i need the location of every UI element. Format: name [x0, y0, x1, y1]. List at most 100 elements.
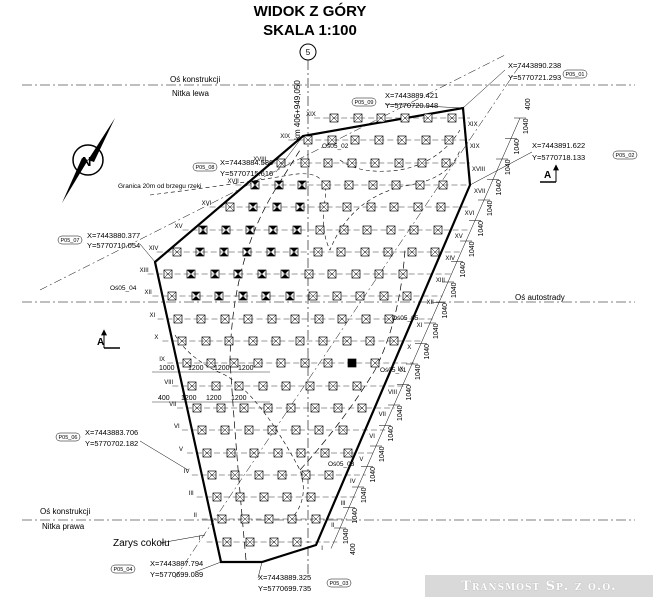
svg-text:P05_08: P05_08 — [196, 165, 215, 171]
point-label-p05-02: X=7443891.622 Y=5770718.133 P05_02 — [532, 141, 638, 162]
axis-label-os05-02: Oś05_02 — [322, 143, 349, 150]
dimension-segment — [474, 199, 485, 221]
point-label-p05-01: X=7443890.238 Y=5770721.293 P05_01 — [508, 61, 588, 82]
svg-text:N: N — [82, 154, 91, 169]
dimension-segment — [330, 527, 341, 549]
row-numeral-right: VI — [369, 434, 375, 440]
svg-text:Y=5770710.054: Y=5770710.054 — [87, 241, 140, 250]
dimension-label: 1040 — [424, 344, 431, 360]
row-numeral-right: XII — [427, 300, 435, 306]
svg-text:X=7443887.794: X=7443887.794 — [150, 559, 203, 568]
row-numeral-right: XI — [417, 323, 423, 329]
row-numeral-right: XIX — [468, 122, 478, 128]
svg-text:A: A — [544, 170, 551, 181]
row-numeral-right: III — [341, 501, 346, 507]
row-numeral-left: XVII — [227, 179, 239, 185]
row-numeral-right: XVIII — [472, 167, 485, 173]
dimension-label: 1040 — [379, 446, 386, 462]
svg-text:X=7443883.706: X=7443883.706 — [85, 428, 138, 437]
dimension-label: 1040 — [496, 180, 503, 196]
drawing-title: WIDOK Z GÓRY — [254, 2, 367, 20]
dimension-label: 1040 — [352, 508, 359, 524]
section-marker-left: A — [97, 329, 120, 349]
row-numeral-left: VII — [169, 402, 177, 408]
svg-text:X=7443890.238: X=7443890.238 — [508, 61, 561, 70]
right-dimension-chain: 1040104010401040104010401040104010401040… — [330, 117, 530, 549]
svg-text:1000: 1000 — [159, 365, 175, 372]
row-numeral-right: XVI — [465, 211, 475, 217]
svg-text:P05_07: P05_07 — [61, 238, 80, 244]
dimension-segment — [429, 302, 440, 324]
svg-text:X=7443884.586: X=7443884.586 — [220, 158, 273, 167]
svg-text:P05_06: P05_06 — [59, 435, 78, 441]
svg-text:P05_04: P05_04 — [114, 567, 133, 573]
plinth-outline-dashed-right — [299, 249, 406, 471]
dimension-label: 1040 — [433, 323, 440, 339]
row-numeral-right: VII — [379, 412, 387, 418]
dimension-segment — [438, 281, 449, 303]
axis-label-os05-03: Oś05_03 — [328, 461, 355, 468]
dimension-segment — [375, 425, 386, 447]
row-numeral-left: X — [154, 335, 158, 341]
svg-text:Y=5770721.293: Y=5770721.293 — [508, 73, 561, 82]
point-label-p05-08: X=7443884.586 Y=5770715.616 P05_08 — [192, 158, 273, 178]
row-numeral-left: III — [189, 491, 194, 497]
pile-grid — [163, 113, 457, 547]
dimension-segment — [510, 117, 521, 139]
pile-marker — [195, 247, 205, 257]
svg-text:Y=5770718.133: Y=5770718.133 — [532, 153, 585, 162]
svg-text:P05_03: P05_03 — [330, 581, 349, 587]
dimension-segment — [366, 445, 377, 467]
svg-text:Y=5770699.735: Y=5770699.735 — [258, 584, 311, 593]
dimension-segment — [447, 261, 458, 283]
point-label-p05-03: X=7443889.325 Y=5770699.735 P05_03 — [258, 573, 352, 593]
svg-text:Y=5770715.616: Y=5770715.616 — [220, 169, 273, 178]
foundation-outline — [153, 106, 472, 564]
dimension-label: 1040 — [505, 159, 512, 175]
svg-text:Y=5770702.182: Y=5770702.182 — [85, 439, 138, 448]
bottom-edge-dim: 400 — [350, 543, 357, 555]
svg-text:1200: 1200 — [206, 395, 222, 402]
drawing-scale: SKALA 1:100 — [263, 22, 357, 39]
north-arrow-icon: N — [62, 118, 115, 203]
row-numeral-left: XV — [175, 224, 183, 230]
svg-text:X=7443880.377: X=7443880.377 — [87, 231, 140, 240]
svg-text:1200: 1200 — [238, 365, 254, 372]
row-numeral-right: IV — [350, 479, 356, 485]
row-numeral-left: II — [194, 513, 198, 519]
dimension-segment — [483, 179, 494, 201]
dimension-label: 1040 — [469, 241, 476, 257]
dimension-label: 1040 — [451, 282, 458, 298]
svg-text:1200: 1200 — [214, 365, 230, 372]
dimension-segment — [465, 220, 476, 242]
row-numeral-right: XIII — [436, 278, 445, 284]
dimension-segment — [348, 486, 359, 508]
dimension-label: 1040 — [343, 528, 350, 544]
river-border-dashed — [149, 149, 461, 251]
point-label-p05-06: X=7443883.706 Y=5770702.182 P05_06 — [55, 428, 138, 448]
svg-text:P05_02: P05_02 — [616, 153, 635, 159]
svg-text:Y=5770699.089: Y=5770699.089 — [150, 570, 203, 579]
plinth-outline-label: Zarys cokołu — [113, 538, 170, 549]
dimension-label: 1040 — [514, 139, 521, 155]
dimension-segment — [456, 240, 467, 262]
row-numeral-left: XII — [144, 290, 152, 296]
svg-text:X=7443891.622: X=7443891.622 — [532, 141, 585, 150]
dimension-label: 1040 — [523, 118, 530, 134]
svg-text:1200: 1200 — [181, 395, 197, 402]
dimension-label: 1040 — [478, 221, 485, 237]
company-footer: Transmost Sp. z o.o. — [425, 575, 653, 597]
svg-text:X=7443889.325: X=7443889.325 — [258, 573, 311, 582]
pile-marker — [274, 180, 284, 190]
row-numeral-left: I — [199, 536, 201, 542]
axis-label-os05-05: Oś05_05 — [392, 315, 419, 322]
dimension-segment — [420, 322, 431, 344]
dimension-label: 1040 — [406, 385, 413, 401]
point-label-p05-09: X=7443889.421 Y=5770720.948 P05_09 — [351, 91, 438, 110]
row-numeral-right: XIX — [470, 144, 480, 150]
dimension-segment — [411, 343, 422, 365]
svg-text:X=7443889.421: X=7443889.421 — [385, 91, 438, 100]
svg-text:P05_09: P05_09 — [355, 100, 374, 106]
row-numeral-right: V — [359, 457, 363, 463]
